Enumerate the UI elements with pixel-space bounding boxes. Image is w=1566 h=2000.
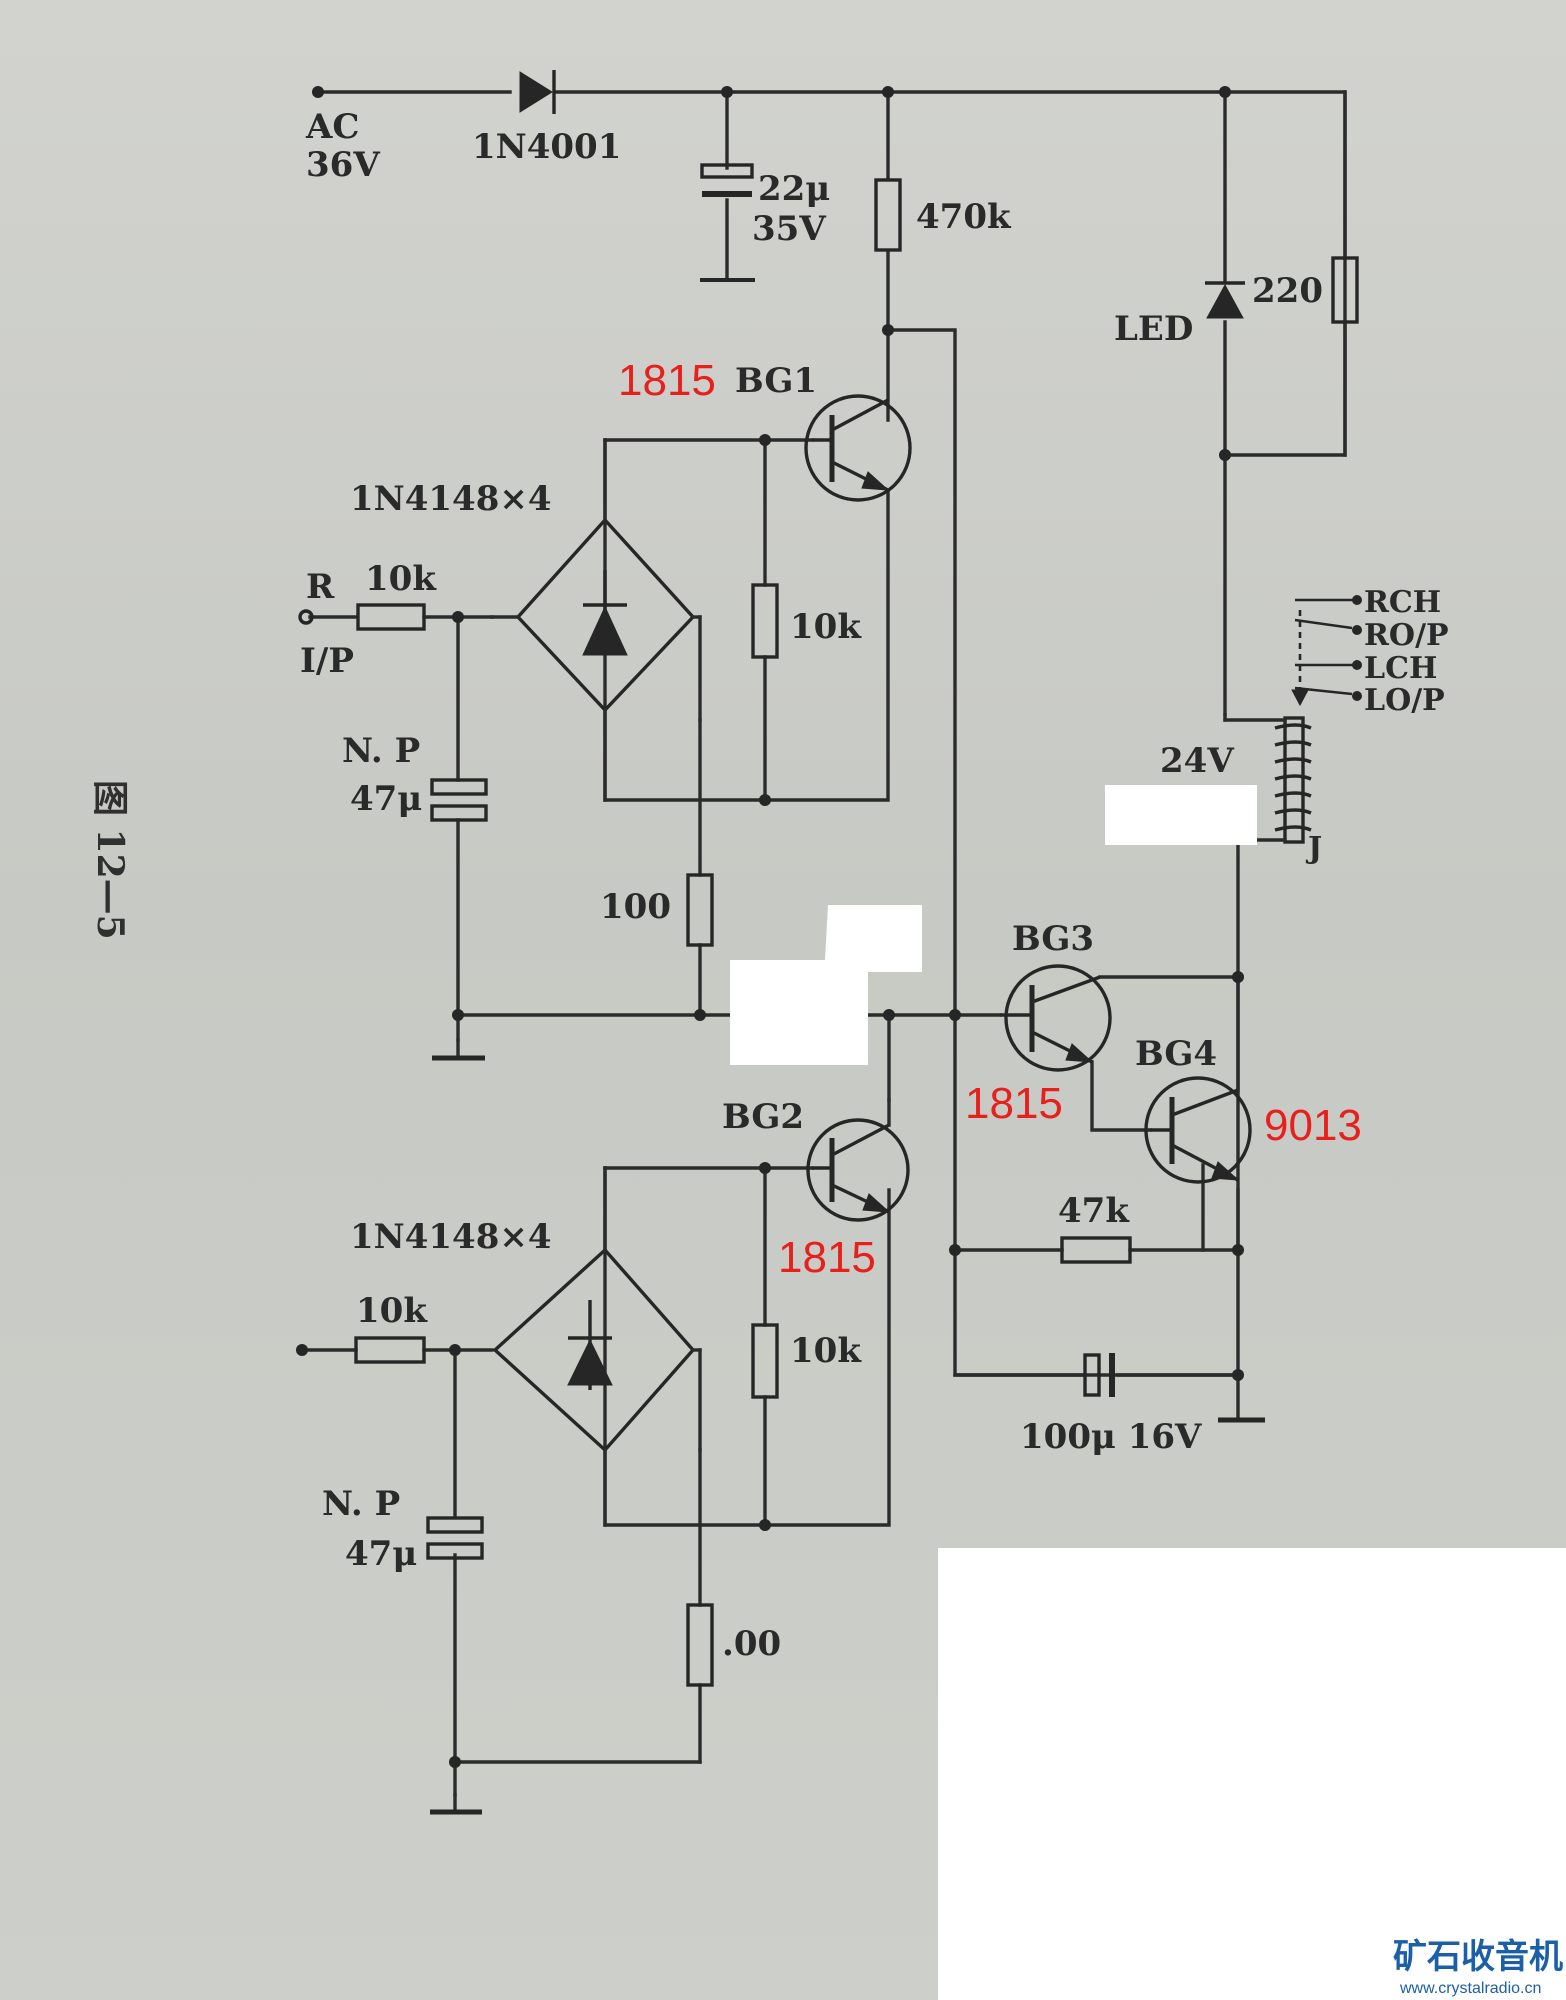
capacitor-100u: [1083, 1353, 1115, 1397]
ac-input-terminal: [312, 86, 324, 98]
redaction-patches: [730, 785, 1566, 2000]
label-10k-top-input: 10k: [365, 559, 437, 599]
wires: [300, 90, 1347, 1797]
resistor-10k-base-bottom: [751, 1323, 779, 1399]
label-bg4: BG4: [1135, 1034, 1217, 1074]
label-10k-top-base: 10k: [790, 607, 862, 647]
label-rop: RO/P: [1364, 618, 1449, 653]
label-bg1-type: 1815: [618, 356, 716, 405]
label-bg2: BG2: [722, 1097, 804, 1137]
diode-1n4001: [519, 70, 556, 114]
resistor-220: [1331, 256, 1359, 324]
label-100: 100: [600, 887, 671, 927]
resistor-47k: [1060, 1236, 1132, 1264]
junction-dots: [449, 86, 1244, 1768]
resistor-10k-base-top: [751, 583, 779, 659]
input-terminal-r: [298, 609, 314, 625]
label-22u: 22μ: [758, 169, 830, 209]
capacitor-np-top: [430, 778, 488, 822]
capacitor-22u: [700, 163, 755, 282]
bridge-rectifier-top: [490, 438, 702, 802]
label-bg4-type: 9013: [1264, 1101, 1362, 1150]
label-lch: LCH: [1364, 651, 1437, 686]
capacitor-np-bottom: [426, 1516, 484, 1560]
label-10k-bottom-base: 10k: [790, 1331, 862, 1371]
label-220: 220: [1252, 271, 1323, 311]
resistor-100: [686, 873, 714, 947]
label-bg2-type: 1815: [778, 1233, 876, 1282]
label-lop: LO/P: [1364, 683, 1445, 718]
label-100u-16v: 100μ 16V: [1020, 1417, 1202, 1457]
resistor-10k-input-top: [356, 603, 426, 631]
label-47u-top: 47μ: [350, 779, 422, 819]
transistor-bg4: [1144, 975, 1252, 1184]
label-bg3: BG3: [1012, 919, 1094, 959]
label-47k: 47k: [1058, 1191, 1130, 1231]
input-terminal-l: [296, 1344, 308, 1356]
label-bridge-bottom: 1N4148×4: [350, 1217, 552, 1257]
label-ac: AC: [305, 107, 359, 147]
relay-contacts: [1291, 595, 1362, 707]
label-00: .00: [722, 1624, 781, 1664]
resistor-100-bottom: [686, 1603, 714, 1687]
label-bg3-type: 1815: [965, 1079, 1063, 1128]
watermark-url: www.crystalradio.cn: [1399, 1980, 1541, 1997]
label-470k: 470k: [916, 197, 1012, 237]
transistor-bg2: [806, 1098, 910, 1222]
label-led: LED: [1114, 309, 1193, 349]
resistor-470k: [874, 178, 902, 252]
label-np-top: N. P: [342, 731, 420, 771]
label-input-ip: I/P: [300, 641, 354, 681]
resistor-10k-input-bottom: [354, 1336, 426, 1364]
label-24v: 24V: [1160, 741, 1234, 781]
label-input-r: R: [306, 567, 335, 607]
label-bridge-top: 1N4148×4: [350, 479, 552, 519]
label-rch: RCH: [1364, 585, 1441, 620]
label-47u-bottom: 47μ: [345, 1534, 417, 1574]
transistor-bg1: [804, 394, 912, 502]
label-ac-voltage: 36V: [306, 145, 380, 185]
label-35v: 35V: [752, 209, 826, 249]
label-bg1: BG1: [735, 361, 817, 401]
label-10k-bottom-input: 10k: [356, 1291, 428, 1331]
led: [1205, 281, 1245, 319]
label-relay-j: J: [1305, 831, 1322, 866]
transistor-bg3: [1000, 964, 1112, 1072]
watermark-brand: 矿石收音机: [1393, 1937, 1563, 1977]
label-np-bottom: N. P: [322, 1484, 400, 1524]
ground-symbols: [430, 1038, 1265, 1815]
figure-caption: 图 12—5: [89, 780, 131, 940]
bridge-rectifier-bottom: [492, 1166, 702, 1527]
label-1n4001: 1N4001: [472, 127, 621, 167]
